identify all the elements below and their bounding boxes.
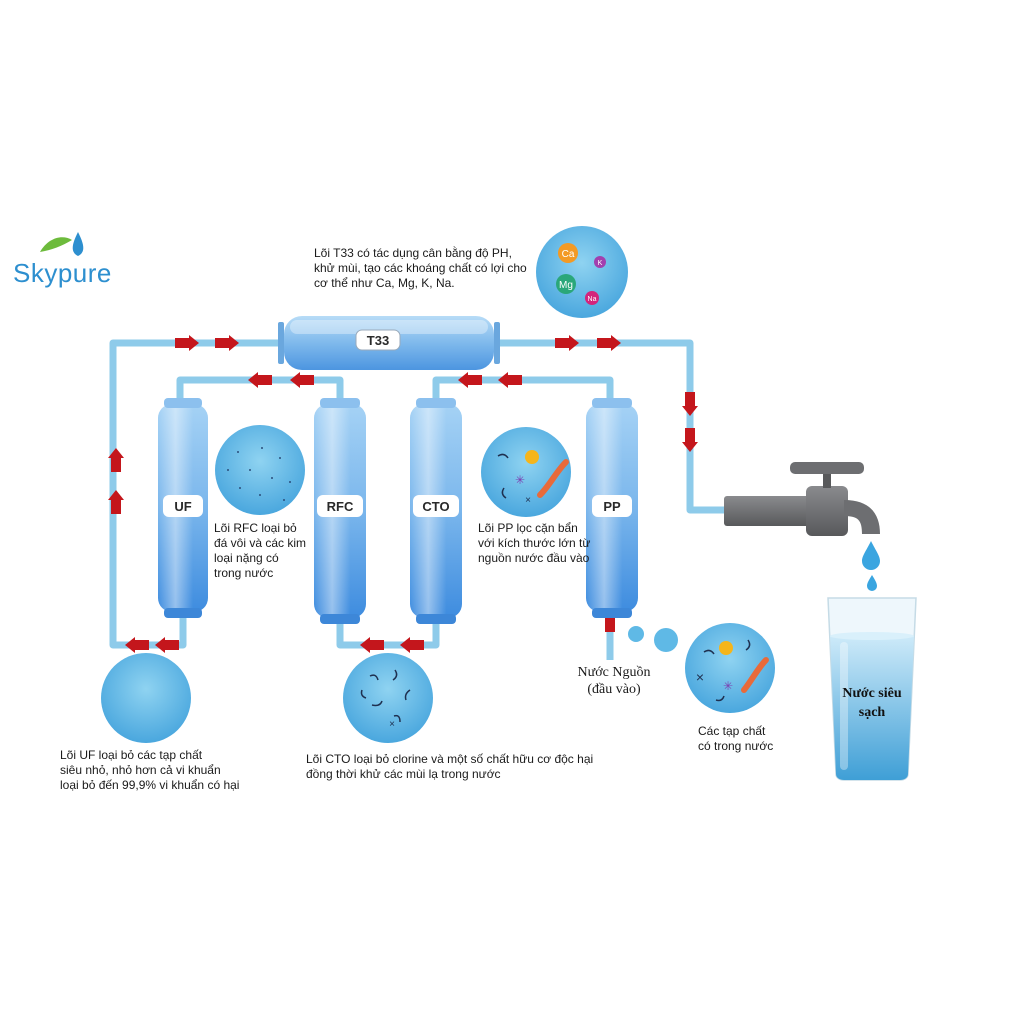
mineral-circle: Ca K Mg Na bbox=[536, 226, 628, 318]
source-water-label: Nước Nguồn (đầu vào) bbox=[577, 665, 651, 697]
mineral-ca: Ca bbox=[562, 249, 575, 260]
brand-logo-icon bbox=[40, 232, 84, 256]
t33-label: T33 bbox=[367, 333, 389, 348]
cto-description: Lõi CTO loại bỏ clorine và một số chất h… bbox=[306, 752, 594, 781]
mineral-mg: Mg bbox=[559, 280, 573, 291]
mineral-k: K bbox=[598, 260, 603, 267]
faucet-icon bbox=[724, 462, 880, 536]
rfc-detail-circle bbox=[215, 425, 305, 515]
uf-description: Lõi UF loại bỏ các tạp chất siêu nhỏ, nh… bbox=[60, 748, 240, 792]
impurities-description: Các tạp chất có trong nước bbox=[698, 724, 774, 753]
rfc-cartridge: RFC bbox=[314, 398, 366, 624]
water-drop-icon bbox=[862, 541, 880, 591]
rfc-description: Lõi RFC loại bỏ đá vôi và các kim loại n… bbox=[214, 521, 307, 580]
svg-text:✳: ✳ bbox=[723, 679, 733, 693]
pp-description: Lõi PP lọc cặn bẩn với kích thước lớn từ… bbox=[478, 521, 591, 565]
mineral-na: Na bbox=[588, 296, 597, 303]
glass-label: Nước siêu sạch bbox=[842, 686, 902, 720]
pipe-network bbox=[109, 339, 724, 660]
svg-text:×: × bbox=[525, 495, 531, 506]
glass-of-water-icon bbox=[827, 597, 917, 781]
cto-cartridge: CTO bbox=[410, 398, 462, 624]
uf-label: UF bbox=[174, 499, 191, 514]
uf-detail-circle bbox=[101, 653, 191, 743]
pp-cartridge: PP bbox=[586, 398, 638, 618]
svg-text:×: × bbox=[389, 719, 395, 730]
impurities-circle: ✳ × bbox=[685, 623, 775, 713]
pp-label: PP bbox=[603, 499, 621, 514]
cto-label: CTO bbox=[422, 499, 449, 514]
brand-name: Skypure bbox=[13, 258, 112, 288]
svg-text:×: × bbox=[696, 669, 704, 685]
t33-description: Lõi T33 có tác dụng cân bằng độ PH, khử … bbox=[314, 246, 527, 290]
svg-text:✳: ✳ bbox=[515, 473, 525, 487]
uf-cartridge: UF bbox=[158, 398, 208, 618]
water-bubbles bbox=[628, 626, 678, 652]
cto-detail-circle: × bbox=[343, 653, 433, 743]
pp-detail-circle: ✳ × bbox=[481, 427, 571, 517]
rfc-label: RFC bbox=[327, 499, 354, 514]
t33-cartridge: T33 bbox=[278, 316, 500, 370]
